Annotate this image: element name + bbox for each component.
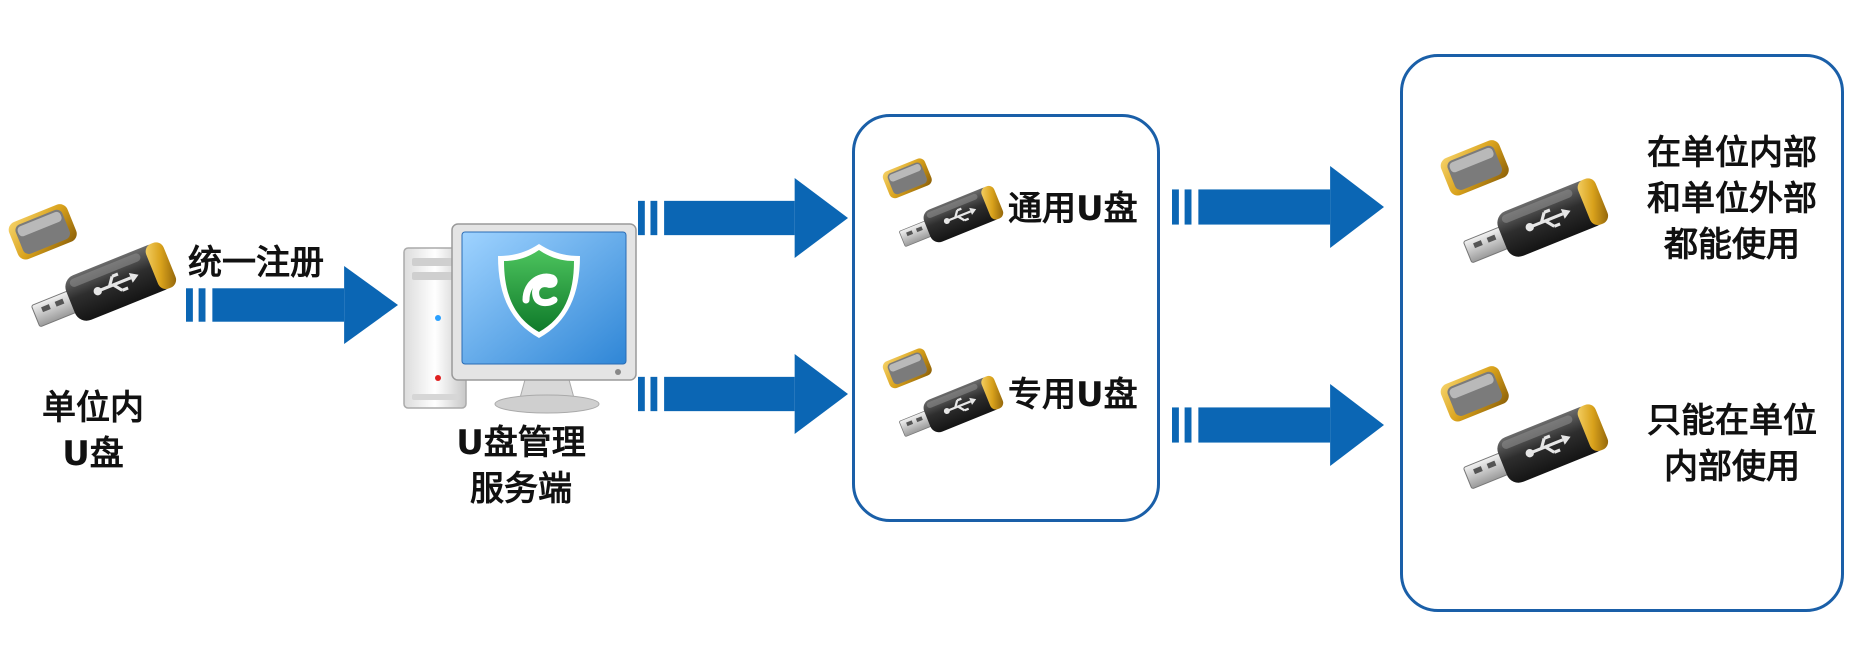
dedicated-result-usb-drive-icon — [1436, 362, 1612, 503]
server-label-line-1: U盘管理 — [456, 423, 586, 463]
dedicated-to-result-arrow-icon — [1172, 384, 1384, 466]
source-usb-drive-icon — [4, 200, 180, 341]
general-result-line-1: 在单位内部 — [1647, 133, 1817, 173]
server-to-general-arrow-icon — [638, 178, 848, 258]
general-result-line-2: 和单位外部 — [1647, 179, 1817, 219]
middle-group-box — [852, 114, 1160, 522]
register-arrow-icon — [186, 266, 398, 344]
dedicated-result-line-2: 内部使用 — [1664, 447, 1800, 487]
general-result-line-3: 都能使用 — [1664, 225, 1800, 265]
server-label-line-2: 服务端 — [470, 469, 572, 509]
source-label-line-2: U盘 — [62, 434, 124, 474]
shield-icon — [498, 244, 580, 338]
source-label-line-1: 单位内 — [42, 388, 144, 428]
dedicated-usb-label: 专用U盘 — [1008, 375, 1138, 415]
general-usb-label: 通用U盘 — [1008, 189, 1138, 229]
result-group-box — [1400, 54, 1844, 612]
general-result-usb-drive-icon — [1436, 136, 1612, 277]
server-to-dedicated-arrow-icon — [638, 354, 848, 434]
general-to-result-arrow-icon — [1172, 166, 1384, 248]
source-label: 单位内 U盘 — [8, 385, 178, 477]
dedicated-result-label: 只能在单位 内部使用 — [1620, 398, 1844, 490]
dedicated-result-line-1: 只能在单位 — [1647, 401, 1817, 441]
general-result-label: 在单位内部 和单位外部 都能使用 — [1620, 130, 1844, 268]
register-label: 统一注册 — [188, 243, 324, 283]
general-usb-drive-icon — [879, 155, 1006, 257]
dedicated-usb-drive-icon — [879, 345, 1006, 447]
server-label: U盘管理 服务端 — [436, 420, 606, 512]
